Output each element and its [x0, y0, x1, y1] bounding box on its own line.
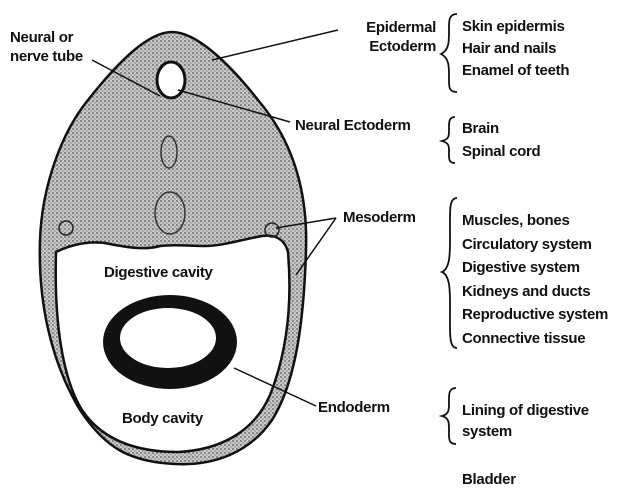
derivative-item: Lining of digestive [462, 400, 589, 421]
epidermal-ectoderm-derivatives: Skin epidermis Hair and nails Enamel of … [462, 16, 569, 82]
neural-tube-shape [157, 62, 185, 98]
brace-mesoderm [442, 198, 457, 348]
digestive-cavity-label: Digestive cavity [104, 263, 213, 282]
brace-epidermal [441, 14, 457, 92]
derivative-item: Reproductive system [462, 303, 608, 327]
mesoderm-label: Mesoderm [343, 208, 416, 227]
neural-ectoderm-label: Neural Ectoderm [295, 116, 411, 135]
digestive-lumen-shape [120, 308, 216, 368]
brace-endoderm [442, 388, 456, 444]
epidermal-ectoderm-label: Epidermal Ectoderm [330, 18, 436, 56]
derivative-item: system [462, 421, 589, 442]
derivative-item: Connective tissue [462, 327, 608, 351]
neural-tube-label: Neural or nerve tube [10, 28, 83, 66]
derivative-item: Enamel of teeth [462, 60, 569, 82]
body-cavity-label: Body cavity [122, 409, 203, 428]
endoderm-derivatives: Lining of digestive system Bladder [462, 400, 589, 490]
derivative-item: Bladder [462, 469, 589, 490]
derivative-item: Kidneys and ducts [462, 280, 608, 304]
derivative-item: Hair and nails [462, 38, 569, 60]
epidermal-ectoderm-leader [212, 30, 338, 60]
endoderm-label: Endoderm [318, 398, 390, 417]
derivative-item: Circulatory system [462, 233, 608, 257]
neural-ectoderm-derivatives: Brain Spinal cord [462, 117, 540, 163]
brace-neural [442, 117, 455, 163]
derivative-item: Spinal cord [462, 140, 540, 163]
mesoderm-derivatives: Muscles, bones Circulatory system Digest… [462, 209, 608, 350]
derivative-item: Skin epidermis [462, 16, 569, 38]
derivative-item: Digestive system [462, 256, 608, 280]
derivative-item: Muscles, bones [462, 209, 608, 233]
derivative-item: Brain [462, 117, 540, 140]
